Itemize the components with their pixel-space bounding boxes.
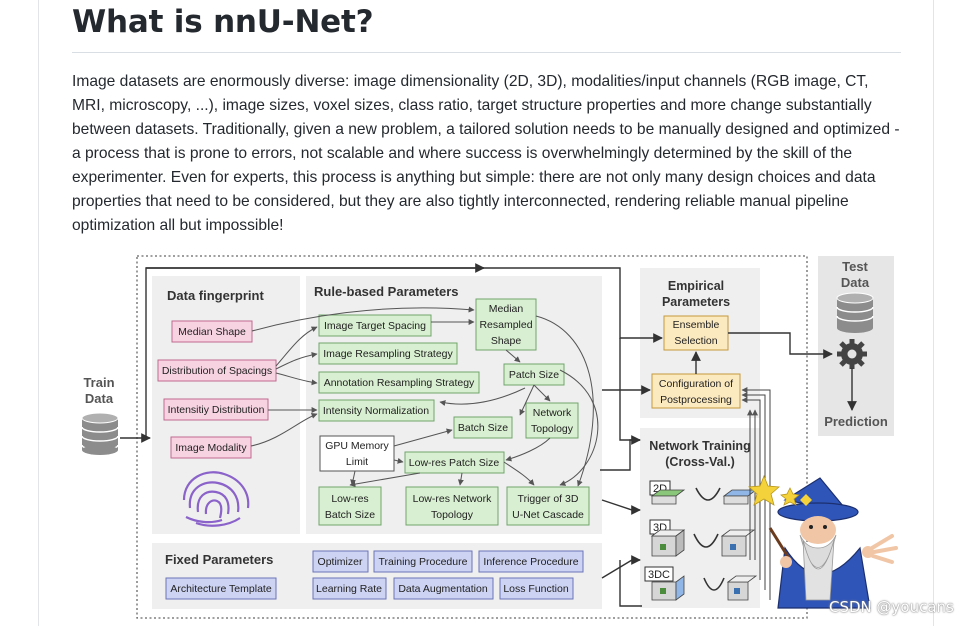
rule-based-title: Rule-based Parameters (314, 284, 459, 299)
postprocessing-line2: Postprocessing (660, 394, 732, 406)
postprocessing-line1: Configuration of (659, 378, 733, 390)
gpu-memory-box (319, 435, 395, 472)
low-res-network-topology-line1: Low-res Network (413, 493, 493, 505)
architecture-template-label: Architecture Template (170, 583, 272, 595)
network-topology-box (525, 402, 579, 439)
data-augmentation-label: Data Augmentation (398, 583, 487, 595)
median-resampled-shape-line3: Shape (491, 335, 522, 347)
pipeline-frame (136, 255, 808, 619)
median-resampled-shape-box (475, 298, 537, 351)
annotation-resampling-strategy-box (318, 371, 480, 394)
image-modality-box (170, 436, 252, 459)
image-modality-label: Image Modality (175, 442, 247, 454)
intensity-normalization-box (318, 399, 435, 422)
3d-network-icon (650, 529, 756, 557)
median-shape-box (171, 320, 253, 343)
ensemble-selection-line2: Selection (674, 335, 717, 347)
low-res-patch-size-label: Low-res Patch Size (409, 457, 500, 469)
gpu-memory-line1: GPU Memory (325, 440, 389, 452)
image-target-spacing-box (318, 314, 432, 337)
loss-function-label: Loss Function (503, 583, 569, 595)
empirical-title-line1: Empirical (668, 279, 724, 293)
spacings-label: Distribution of Spacings (162, 365, 272, 377)
loss-function-box (499, 577, 574, 600)
optimizer-label: Optimizer (318, 556, 363, 568)
learning-rate-label: Learning Rate (316, 583, 382, 595)
title-divider (72, 52, 901, 53)
gpu-memory-line2: Limit (346, 456, 368, 468)
empirical-title-line2: Parameters (662, 295, 730, 309)
train-data-label-line1: Train (83, 375, 114, 390)
network-training-title-line2: (Cross-Val.) (665, 455, 734, 469)
intro-paragraph: Image datasets are enormously diverse: i… (72, 73, 900, 234)
test-data-label-line2: Data (841, 275, 870, 290)
fingerprint-title: Data fingerprint (167, 288, 264, 303)
training-procedure-label: Training Procedure (379, 556, 468, 568)
intensity-normalization-label: Intensity Normalization (323, 405, 429, 417)
2d-network-icon (650, 487, 758, 505)
content-left-border (38, 0, 39, 626)
prediction-label: Prediction (824, 414, 888, 429)
low-res-batch-size-line2: Batch Size (325, 509, 375, 521)
patch-size-label: Patch Size (509, 369, 559, 381)
learning-rate-box (312, 577, 387, 600)
trigger-cascade-line2: U-Net Cascade (512, 509, 584, 521)
low-res-batch-size-line1: Low-res (331, 493, 368, 505)
ensemble-selection-line1: Ensemble (673, 319, 720, 331)
train-database-icon (81, 412, 119, 455)
inference-procedure-box (478, 550, 584, 573)
3dc-network-icon (651, 575, 758, 601)
network-training-title-line1: Network Training (649, 439, 750, 453)
image-resampling-strategy-label: Image Resampling Strategy (323, 348, 453, 360)
label-3dc-box (644, 566, 674, 582)
batch-size-box (453, 416, 513, 439)
training-procedure-box (373, 550, 473, 573)
watermark: CSDN @youcans (829, 598, 954, 616)
fingerprint-icon (182, 471, 250, 527)
batch-size-label: Batch Size (458, 422, 508, 434)
optimizer-box (312, 550, 369, 573)
page-title: What is nnU-Net? (72, 4, 374, 40)
data-augmentation-box (393, 577, 494, 600)
trigger-cascade-line1: Trigger of 3D (518, 493, 579, 505)
trigger-cascade-box (506, 486, 590, 526)
inference-procedure-label: Inference Procedure (483, 556, 578, 568)
median-resampled-shape-line1: Median (489, 303, 524, 315)
test-data-label-line1: Test (842, 259, 868, 274)
intensity-distribution-label: Intensitiy Distribution (168, 404, 265, 416)
median-resampled-shape-line2: Resampled (479, 319, 532, 331)
annotation-resampling-strategy-label: Annotation Resampling Strategy (324, 377, 475, 389)
network-topology-line2: Topology (531, 423, 574, 435)
image-target-spacing-label: Image Target Spacing (324, 320, 426, 332)
spacings-box (157, 359, 277, 382)
image-resampling-strategy-box (318, 342, 458, 365)
median-shape-label: Median Shape (178, 326, 246, 338)
train-data-label-line2: Data (85, 391, 114, 406)
network-topology-line1: Network (533, 407, 572, 419)
ensemble-selection-box (663, 315, 729, 351)
low-res-network-topology-line2: Topology (431, 509, 474, 521)
fixed-title: Fixed Parameters (165, 552, 273, 567)
content-right-border (933, 0, 934, 626)
wizard-mascot (748, 474, 898, 609)
architecture-template-box (165, 577, 277, 600)
gear-icon (837, 339, 867, 369)
label-3dc: 3DC (648, 569, 670, 581)
low-res-network-topology-box (405, 486, 499, 526)
test-database-icon (836, 292, 874, 333)
